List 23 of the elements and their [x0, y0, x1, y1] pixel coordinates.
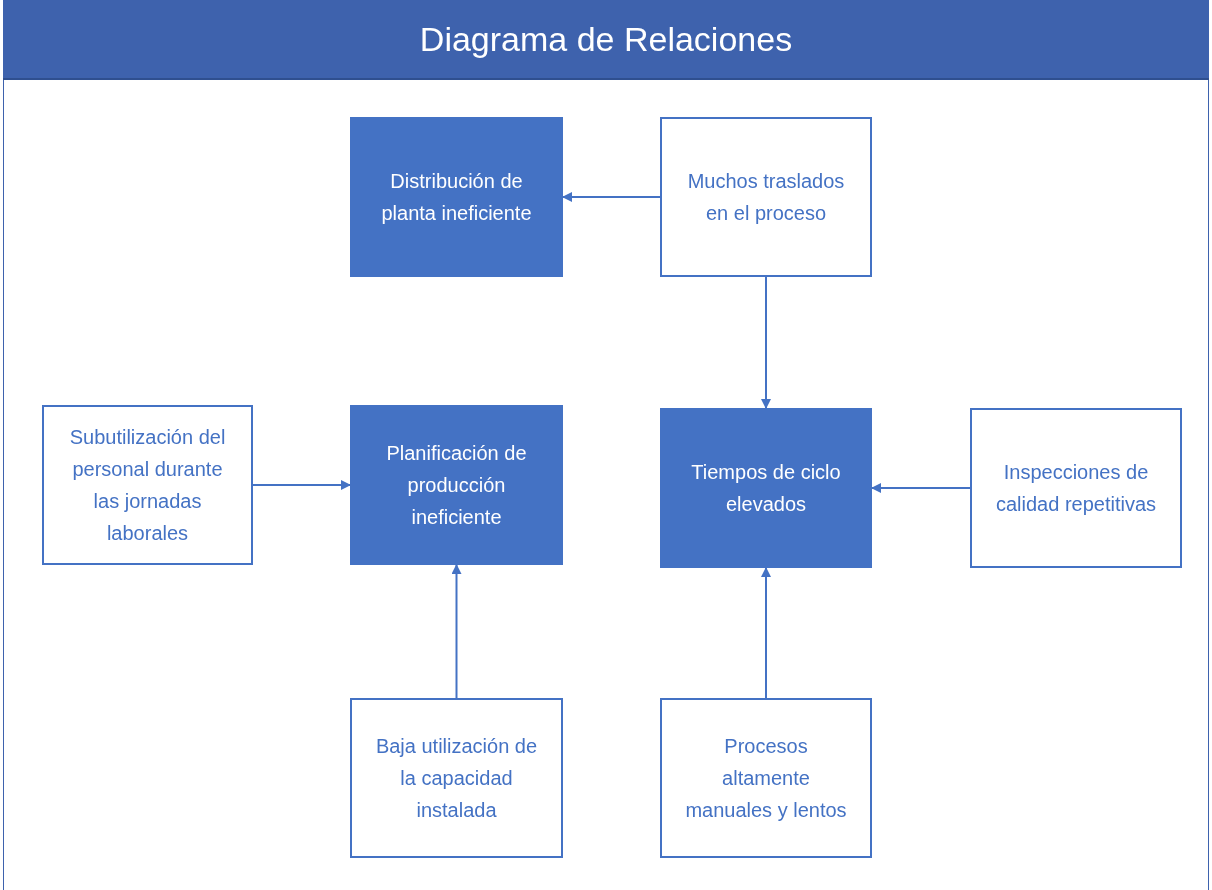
- box-text: Tiempos de ciclo elevados: [690, 460, 842, 517]
- box-text: Muchos traslados en el proceso: [686, 169, 846, 226]
- filled-box: [350, 117, 563, 277]
- box-text: Distribución de planta ineficiente: [380, 169, 533, 226]
- outlined-box: [660, 117, 872, 277]
- filled-box: [350, 405, 563, 565]
- arrow: [451, 564, 462, 699]
- box-text: Inspecciones de calidad repetitivas: [994, 460, 1158, 517]
- diagram-title: Diagrama de Relaciones: [419, 19, 793, 59]
- box-text: Procesos altamente manuales y lentos: [684, 734, 848, 823]
- filled-box: [660, 408, 872, 568]
- arrow: [252, 480, 351, 490]
- outlined-box: [42, 405, 253, 565]
- arrow: [562, 192, 661, 202]
- arrow: [761, 276, 771, 409]
- outlined-box: [970, 408, 1182, 568]
- outlined-box: [660, 698, 872, 858]
- arrow: [871, 483, 971, 493]
- box-text: Subutilización del personal durante las jornadas laborales: [68, 425, 227, 546]
- arrow: [761, 567, 771, 699]
- box-text: Baja utilización de la capacidad instalada: [374, 734, 539, 823]
- box-text: Planificación de producción ineficiente: [385, 441, 528, 530]
- outlined-box: [350, 698, 563, 858]
